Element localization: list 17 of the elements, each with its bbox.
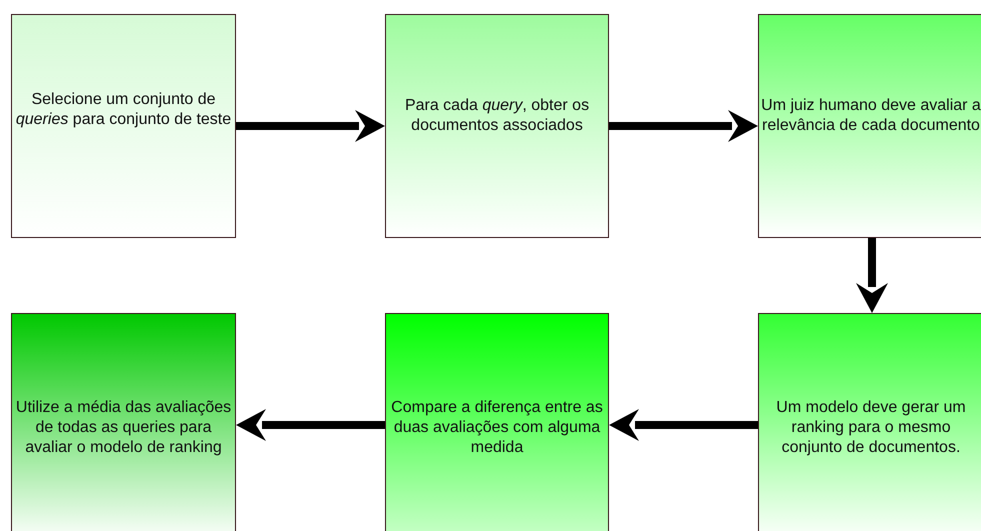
process-box (758, 14, 981, 238)
process-box (11, 14, 236, 238)
process-box (385, 14, 609, 238)
arrow (856, 238, 888, 313)
arrow (609, 409, 758, 441)
box-text: Utilize a média das avaliações de todas as queries para avaliar o modelo de ranking (14, 398, 232, 458)
arrow (236, 110, 385, 142)
process-box (11, 313, 236, 531)
arrow (236, 409, 385, 441)
arrow (609, 110, 758, 142)
box-text: Selecione um conjunto de queries para conjunto de teste (14, 90, 232, 130)
box-text: Um juiz humano deve avaliar a relevância de cada documento (761, 96, 981, 136)
box-text: Um modelo deve gerar um ranking para o mesmo conjunto de documentos. (775, 398, 967, 458)
box-text: Compare a diferença entre as duas avaliações com alguma medida (390, 398, 604, 458)
process-box (758, 313, 981, 531)
process-box (385, 313, 609, 531)
box-text: Para cada query, obter os documentos associados (404, 96, 590, 136)
